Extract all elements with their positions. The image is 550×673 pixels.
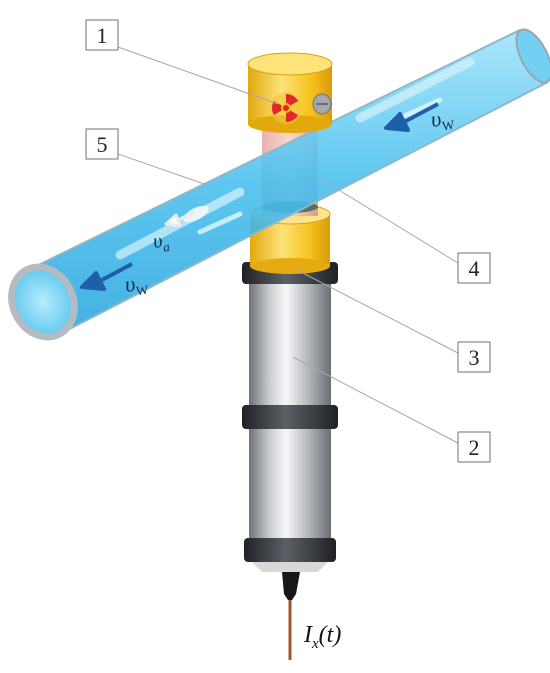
callout-4: 4 <box>457 252 491 284</box>
pipe-body <box>28 30 548 335</box>
pipe-near-end <box>8 263 78 341</box>
callout-1: 1 <box>85 19 119 51</box>
callout-1-label: 1 <box>97 23 108 48</box>
detector-band-bottom <box>244 538 336 562</box>
water-velocity-label-right: υW <box>429 104 456 135</box>
output-current-arg: (t) <box>319 622 342 648</box>
water-velocity-label-left: υW <box>123 269 150 300</box>
water-velocity-left-symbol: υ <box>123 271 136 297</box>
flow-arrow-icon <box>80 262 133 291</box>
detector-body-lower <box>249 428 331 540</box>
radioactive-source <box>247 52 333 133</box>
detector-band-middle <box>242 405 338 429</box>
air-velocity-label: υa <box>152 229 172 256</box>
callout-4-label: 4 <box>469 256 480 281</box>
output-current-label: Ix(t) <box>303 622 341 652</box>
leader-lines <box>117 46 459 444</box>
flow-arrow-icon <box>164 210 195 228</box>
connector <box>282 572 300 600</box>
callout-3: 3 <box>457 341 491 373</box>
pipe-far-end <box>515 28 550 84</box>
detector-housing <box>242 262 338 600</box>
flow-arrow-icon <box>384 102 439 132</box>
water-velocity-right-symbol: υ <box>429 106 442 132</box>
output-current-symbol: I <box>303 622 313 648</box>
callout-5-label: 5 <box>97 132 108 157</box>
callout-3-label: 3 <box>469 345 480 370</box>
output-current-sub: x <box>311 636 319 652</box>
water-velocity-left-sub: W <box>135 282 150 299</box>
detector-body-upper <box>249 277 331 405</box>
radiation-icon <box>270 92 302 124</box>
callout-5: 5 <box>85 128 119 160</box>
water-velocity-right-sub: W <box>441 117 456 134</box>
air-bubble <box>183 205 209 223</box>
air-velocity-sub: a <box>162 239 171 255</box>
pipe <box>8 28 550 341</box>
callout-2-label: 2 <box>469 435 480 460</box>
air-velocity-symbol: υ <box>152 230 164 253</box>
detector-bottom-cap <box>252 562 328 572</box>
screw-icon <box>312 93 332 115</box>
callout-2: 2 <box>457 431 491 463</box>
